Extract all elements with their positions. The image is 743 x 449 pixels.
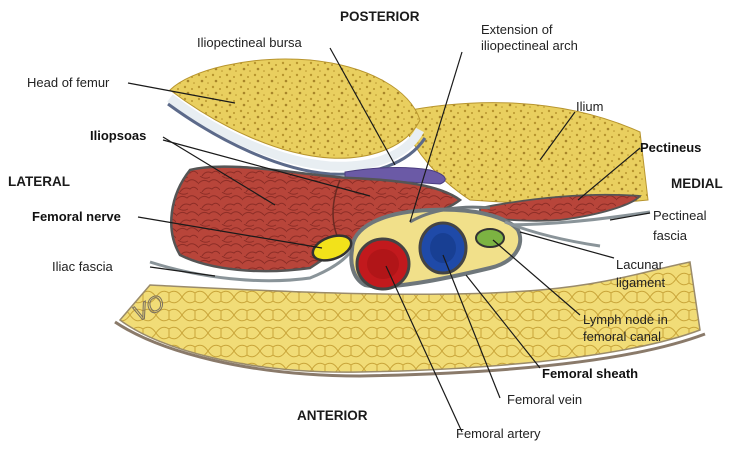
label-pectineal-fascia-2: fascia — [653, 228, 688, 243]
label-medial: MEDIAL — [671, 176, 723, 191]
label-pectineal-fascia-1: Pectineal — [653, 208, 707, 223]
label-femoral-artery: Femoral artery — [456, 426, 541, 441]
label-lateral: LATERAL — [8, 174, 70, 189]
label-pectineus: Pectineus — [640, 140, 701, 155]
label-lacunar-2: ligament — [616, 275, 666, 290]
label-femoral-sheath: Femoral sheath — [542, 366, 638, 381]
label-iliopsoas: Iliopsoas — [90, 128, 146, 143]
label-head-of-femur: Head of femur — [27, 75, 110, 90]
label-femoral-vein: Femoral vein — [507, 392, 582, 407]
lymph-node-shape — [476, 229, 504, 247]
leader-iliac-fascia — [150, 267, 215, 276]
label-femoral-nerve: Femoral nerve — [32, 209, 121, 224]
label-anterior: ANTERIOR — [297, 408, 368, 423]
label-ilium: Ilium — [576, 99, 603, 114]
femoral-vein-lumen — [430, 233, 456, 263]
label-lacunar-1: Lacunar — [616, 257, 664, 272]
label-extension-1: Extension of — [481, 22, 553, 37]
label-iliac-fascia: Iliac fascia — [52, 259, 113, 274]
label-lymph-1: Lymph node in — [583, 312, 668, 327]
label-lymph-2: femoral canal — [583, 329, 661, 344]
label-extension-2: iliopectineal arch — [481, 38, 578, 53]
femoral-artery-lumen — [367, 249, 399, 279]
label-iliopectineal-bursa: Iliopectineal bursa — [197, 35, 303, 50]
label-posterior: POSTERIOR — [340, 9, 420, 24]
